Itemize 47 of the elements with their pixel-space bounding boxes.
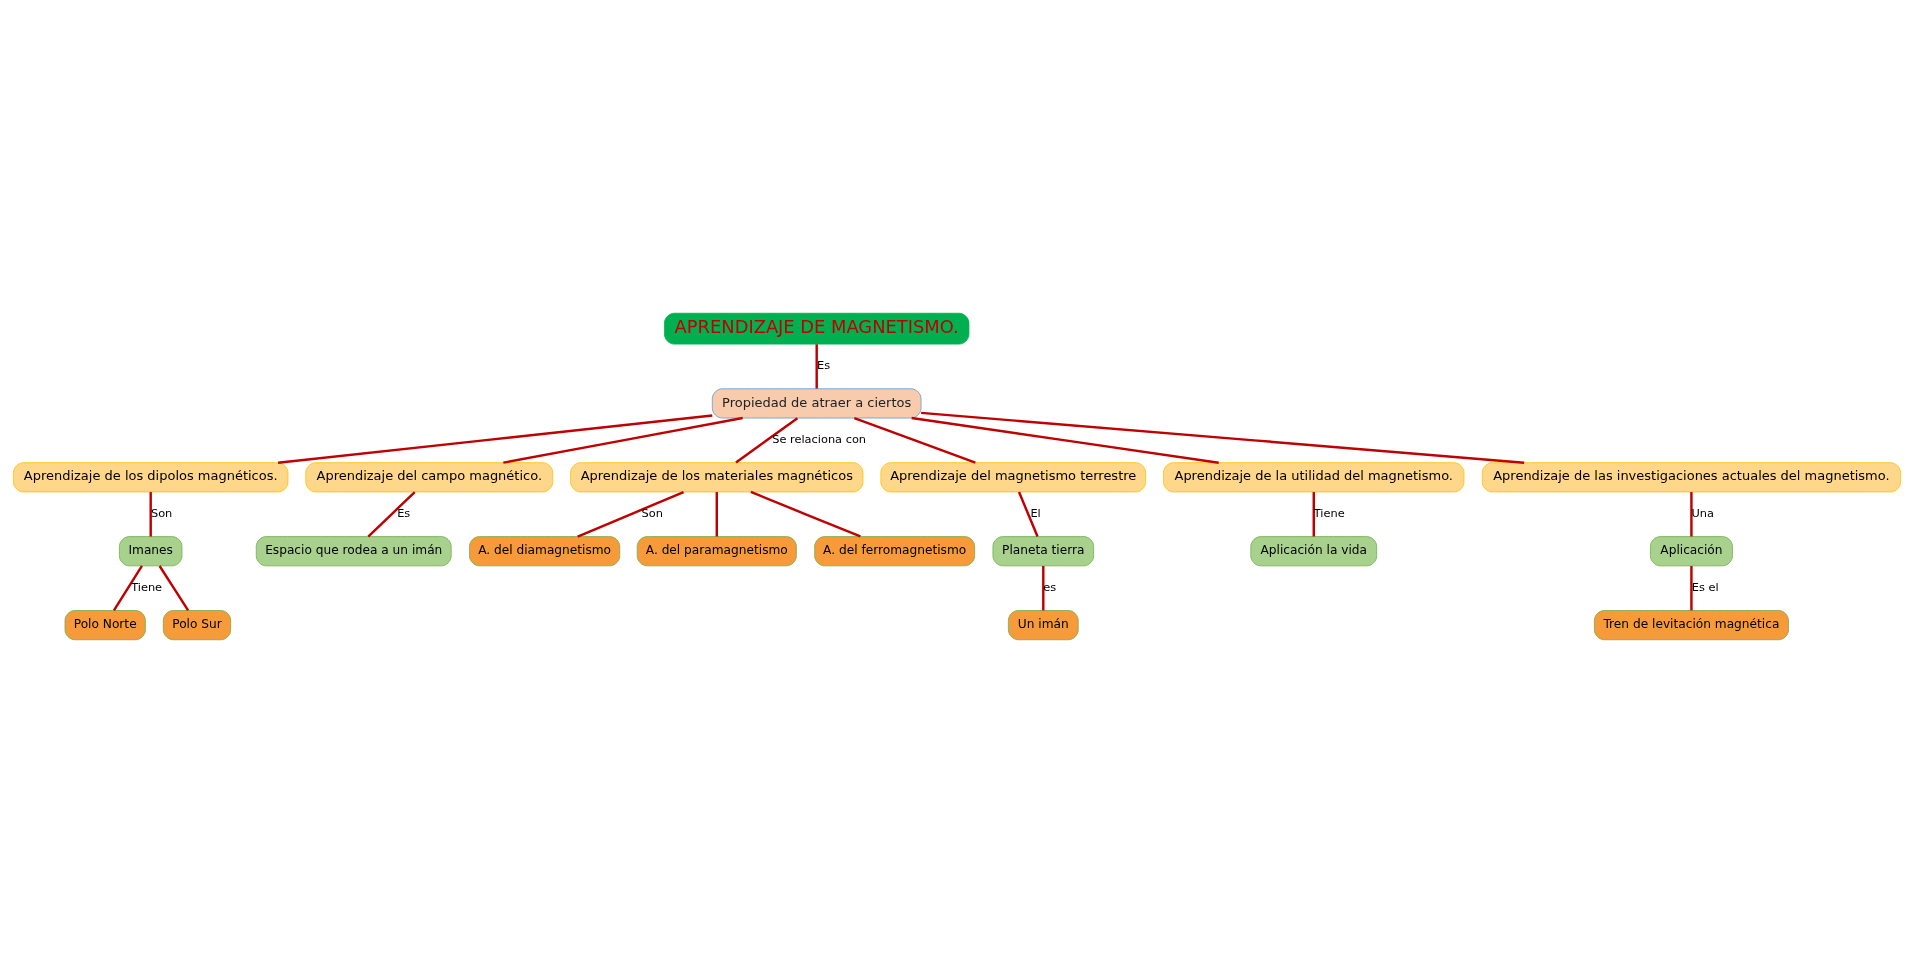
node-box: A. del ferromagnetismo	[814, 536, 976, 567]
node-box: Polo Norte	[64, 610, 146, 641]
node-box: Espacio que rodea a un imán	[255, 536, 452, 567]
node-box: Aplicación	[1650, 536, 1733, 567]
connector	[921, 411, 1525, 464]
node-box: Imanes	[119, 536, 183, 567]
node-box: Polo Sur	[162, 610, 232, 641]
connector	[715, 492, 718, 537]
node-box: APRENDIZAJE DE MAGNETISMO.	[664, 312, 970, 345]
connector	[1042, 565, 1045, 611]
node-box: Aprendizaje de los dipolos magnéticos.	[13, 462, 289, 493]
edge-label: Es	[397, 506, 411, 521]
edge-label: Es	[817, 358, 831, 373]
connector	[112, 565, 143, 612]
connector	[577, 490, 685, 538]
connector	[1690, 492, 1693, 537]
node-box: Aprendizaje de las investigaciones actuales del magnetismo.	[1481, 462, 1901, 493]
edge-label: Tiene	[131, 580, 163, 595]
node-box: Aprendizaje del campo magnético.	[305, 462, 554, 493]
node-box: Planeta tierra	[992, 536, 1095, 567]
edge-label: Son	[641, 506, 663, 521]
node-box: Aprendizaje del magnetismo terrestre	[880, 462, 1147, 493]
edge-label: Se relaciona con	[772, 432, 867, 447]
connector	[503, 416, 743, 464]
connector	[750, 490, 861, 538]
node-box: Aplicación la vida	[1250, 536, 1378, 567]
connector	[853, 416, 976, 464]
connector	[158, 565, 190, 612]
edge-label: es	[1043, 580, 1057, 595]
node-box: Aprendizaje de los materiales magnéticos	[570, 462, 864, 493]
connector	[149, 492, 152, 537]
node-box: Propiedad de atraer a ciertos	[711, 388, 922, 419]
connector	[1017, 491, 1039, 537]
node-box: Tren de levitación magnética	[1593, 610, 1789, 641]
connector	[815, 344, 818, 389]
edge-label: Es el	[1691, 580, 1719, 595]
node-box: A. del paramagnetismo	[636, 536, 797, 567]
edge-label: El	[1030, 506, 1041, 521]
connector	[1312, 492, 1315, 537]
connector	[735, 417, 799, 464]
connector	[1690, 565, 1693, 611]
node-box: Aprendizaje de la utilidad del magnetismo.	[1163, 462, 1465, 493]
node-box: A. del diamagnetismo	[469, 536, 621, 567]
connector	[367, 491, 416, 538]
connector	[277, 414, 713, 464]
node-box: Un imán	[1007, 610, 1079, 641]
connector	[911, 416, 1219, 464]
